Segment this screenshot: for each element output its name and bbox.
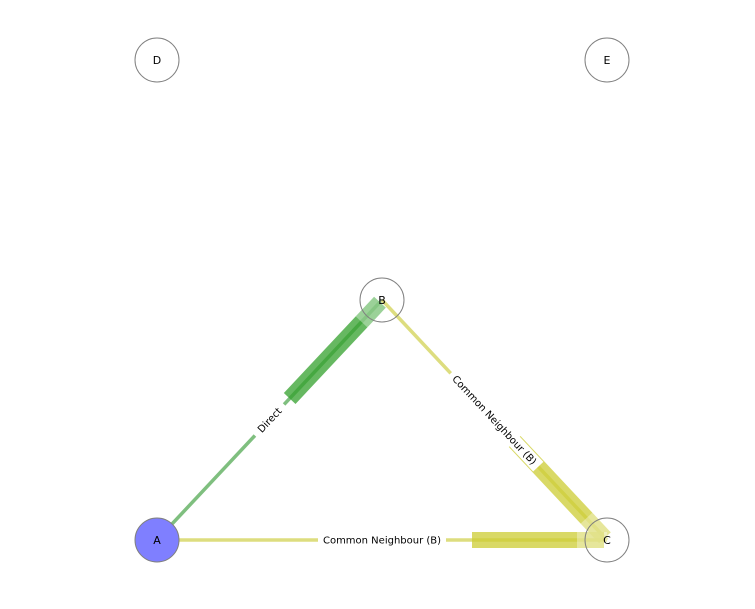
edge-a-b-arrow <box>283 296 386 404</box>
node-c[interactable]: C <box>584 517 630 563</box>
node-c-label: C <box>603 534 611 547</box>
edge-a-b: Direct <box>155 294 388 542</box>
edge-a-c: Common Neighbour (B) <box>157 532 607 548</box>
edge-a-b-label-bg <box>249 399 290 441</box>
edge-a-b-label-group: Direct <box>249 399 290 441</box>
node-c-circle <box>584 517 630 563</box>
node-e-label: E <box>604 54 611 67</box>
node-b[interactable]: B <box>359 277 405 323</box>
edge-a-c-label-group: Common Neighbour (B) <box>318 533 446 547</box>
edge-a-c-label: Common Neighbour (B) <box>323 536 441 547</box>
edge-b-c-label-bg <box>445 368 544 472</box>
edge-a-c-label-bg <box>318 533 446 547</box>
node-b-circle <box>359 277 405 323</box>
node-e[interactable]: E <box>584 37 630 83</box>
node-d-circle <box>134 37 180 83</box>
edge-b-c-label: Common Neighbour (B) <box>449 374 538 468</box>
node-e-circle <box>584 37 630 83</box>
edge-b-c: Common Neighbour (B) <box>380 298 613 546</box>
edge-b-c-label-group: Common Neighbour (B) <box>445 368 544 472</box>
node-a[interactable]: A <box>134 517 180 563</box>
nodes-layer: A B C D E <box>134 37 630 563</box>
node-b-label: B <box>378 294 386 307</box>
node-d[interactable]: D <box>134 37 180 83</box>
node-a-label: A <box>153 534 161 547</box>
node-d-label: D <box>153 54 161 67</box>
node-a-circle <box>134 517 180 563</box>
edge-a-b-arrow-tip <box>355 294 388 328</box>
